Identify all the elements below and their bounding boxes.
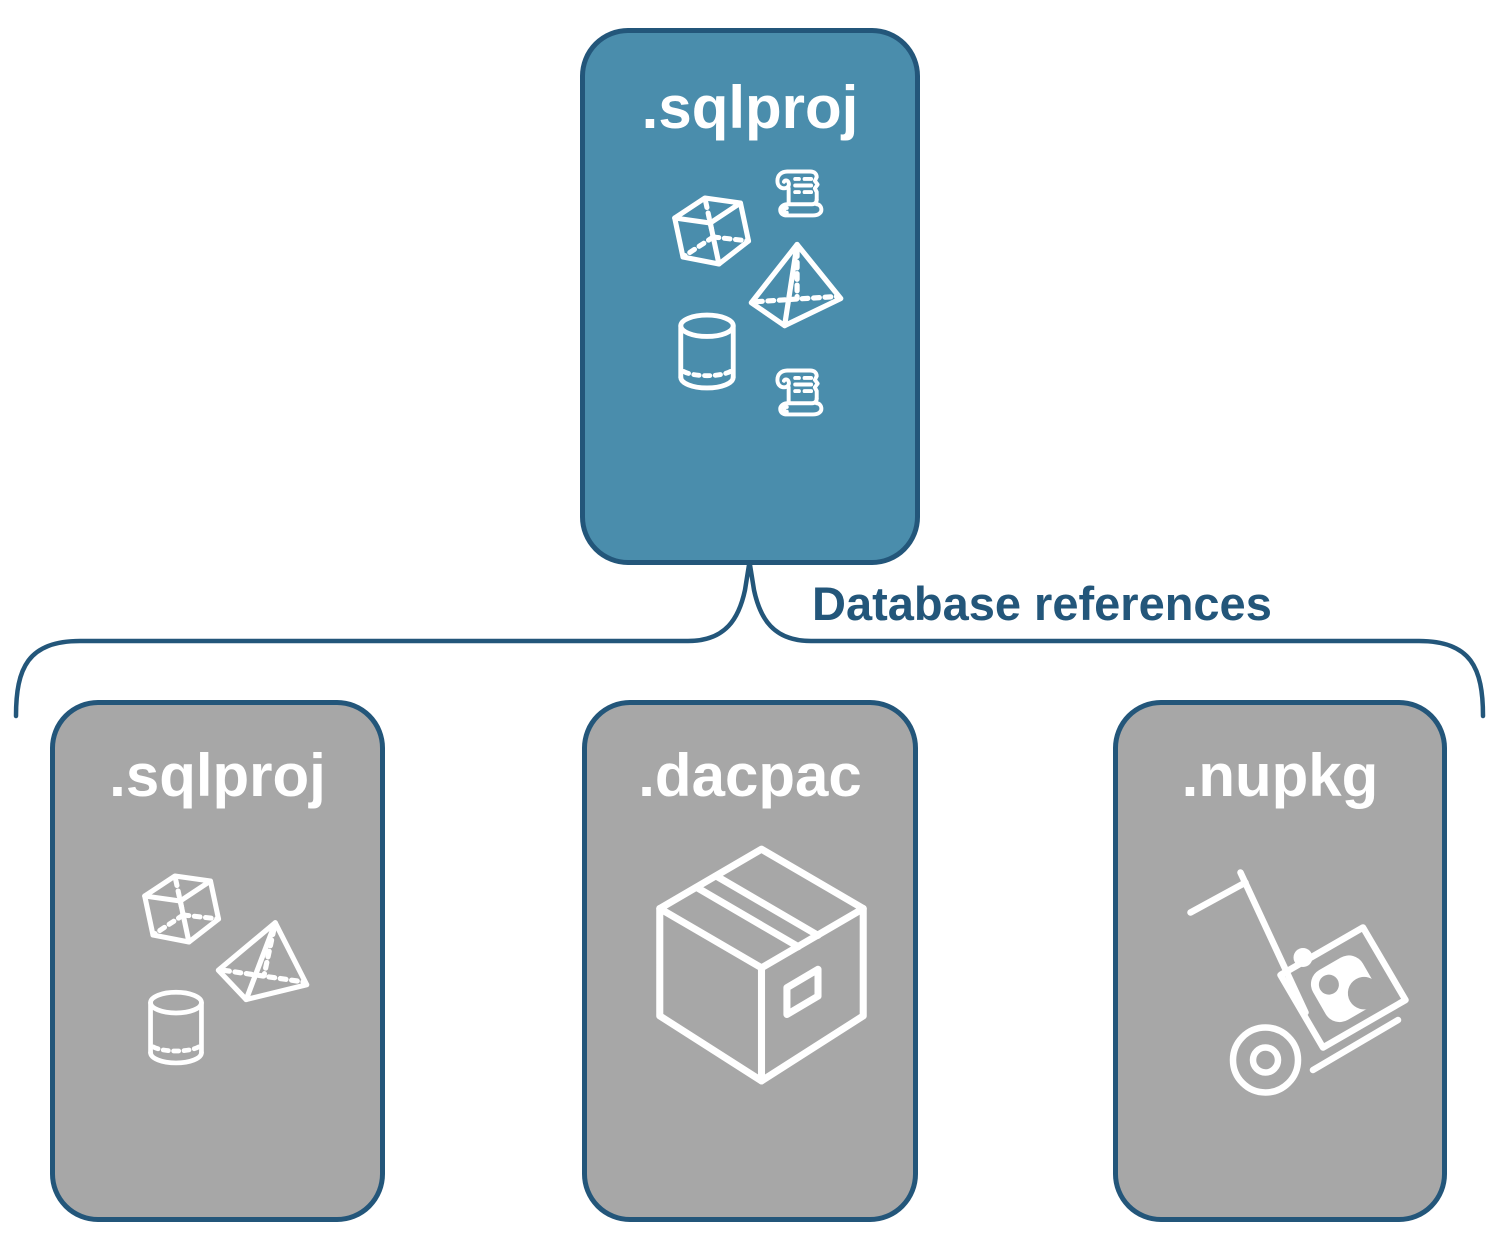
- nuget-handtruck-icon: [1187, 869, 1409, 1096]
- node-child-nupkg: .nupkg: [1113, 700, 1447, 1222]
- cylinder-icon: [678, 312, 736, 391]
- connector-label: Database references: [812, 577, 1272, 630]
- scroll-icon: [775, 169, 824, 218]
- cylinder-icon: [148, 989, 204, 1066]
- node-title: .dacpac: [638, 742, 862, 809]
- nuget-logo: [1310, 955, 1381, 1023]
- cube-icon: [142, 873, 222, 945]
- pyramid-icon: [215, 920, 310, 1003]
- node-child-dacpac: .dacpac: [582, 700, 918, 1222]
- cube-icon: [672, 195, 752, 267]
- package-box-icon: [656, 845, 867, 1085]
- node-parent-sqlproj: .sqlproj: [580, 28, 920, 565]
- pyramid-icon: [748, 241, 844, 329]
- node-child-sqlproj: .sqlproj: [50, 700, 385, 1222]
- scroll-icon: [775, 368, 824, 417]
- node-title: .nupkg: [1181, 742, 1379, 809]
- node-title: .sqlproj: [109, 742, 326, 809]
- node-title: .sqlproj: [641, 74, 859, 141]
- nuget-logo-dot: [1293, 948, 1313, 967]
